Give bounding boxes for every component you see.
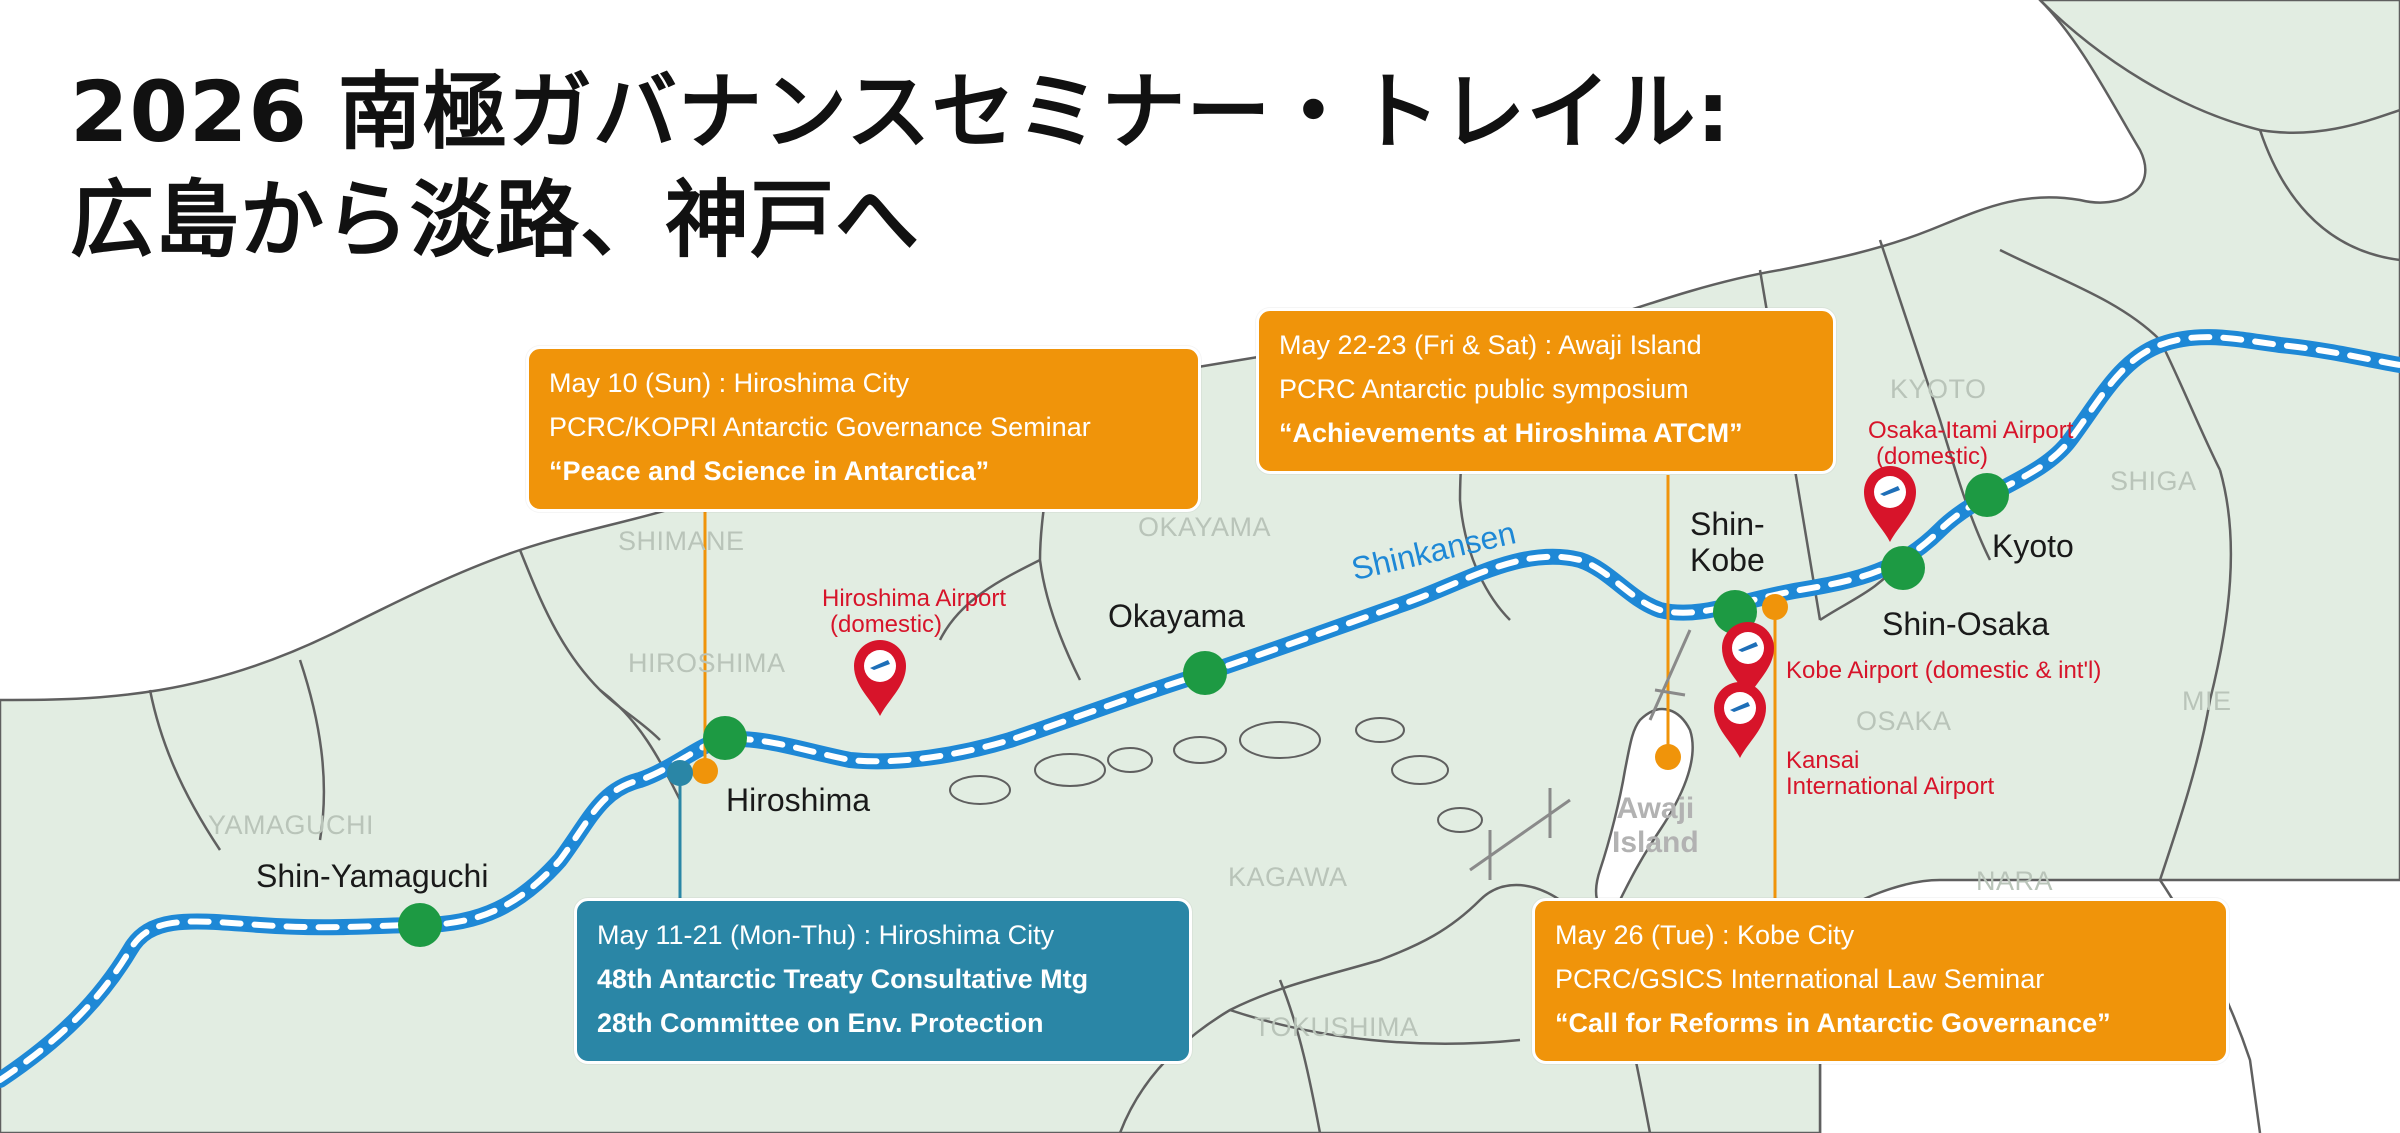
station-marker-okayama: [1183, 651, 1227, 695]
event-may22-title: “Achievements at Hiroshima ATCM”: [1279, 418, 1743, 448]
airport-label-hiroshima-line-2: (domestic): [830, 611, 943, 638]
event-dot-may22: [1655, 744, 1681, 770]
airport-pin-itami-icon: [1864, 466, 1916, 542]
station-label-shin-osaka: Shin-Osaka: [1882, 606, 2050, 642]
airport-pin-kobe-icon: [1722, 622, 1774, 698]
region-label-kyoto: KYOTO: [1890, 374, 1987, 404]
event-may26-title: “Call for Reforms in Antarctic Governanc…: [1555, 1008, 2111, 1038]
event-box-may11: May 11-21 (Mon-Thu) : Hiroshima City 48t…: [574, 898, 1192, 1064]
region-label-osaka: OSAKA: [1856, 706, 1952, 736]
airport-label-kobe: Kobe Airport (domestic & int'l): [1786, 657, 2102, 684]
event-may22-date: May 22-23 (Fri & Sat) : Awaji Island: [1279, 330, 1702, 360]
airport-label-itami-line-2: (domestic): [1876, 443, 1989, 470]
event-may10-title: “Peace and Science in Antarctica”: [549, 456, 990, 486]
event-box-may26: May 26 (Tue) : Kobe City PCRC/GSICS Inte…: [1532, 898, 2229, 1064]
event-may10-org: PCRC/KOPRI Antarctic Governance Seminar: [549, 412, 1091, 442]
awaji-island-label-line-1: Awaji: [1616, 792, 1695, 825]
islands: [949, 717, 1483, 833]
event-may11-line-2: 48th Antarctic Treaty Consultative Mtg: [597, 964, 1089, 994]
event-connectors: [678, 475, 1777, 900]
airport-label-hiroshima: Hiroshima Airport (domestic): [822, 586, 1006, 638]
airport-label-kansai-line-1: Kansai: [1786, 747, 1860, 774]
airport-pin-hiroshima-icon: [854, 640, 906, 716]
region-label-nara: NARA: [1976, 866, 2054, 896]
region-label-kagawa: KAGAWA: [1228, 862, 1348, 892]
airport-label-kansai-line-2: International Airport: [1786, 773, 1995, 800]
airport-pin-kansai-icon: [1714, 682, 1766, 758]
awaji-island-label: Awaji Island: [1612, 792, 1699, 860]
airport-pins: [854, 466, 1916, 758]
airport-label-itami-line-1: Osaka-Itami Airport: [1868, 417, 2074, 444]
region-label-shimane: SHIMANE: [618, 526, 745, 556]
title-line-2: 広島から淡路、神戸へ: [70, 171, 921, 269]
airport-label-kansai: Kansai International Airport: [1786, 748, 1994, 800]
event-may10-date: May 10 (Sun) : Hiroshima City: [549, 368, 910, 398]
event-box-may22: May 22-23 (Fri & Sat) : Awaji Island PCR…: [1256, 308, 1836, 474]
station-marker-hiroshima: [703, 716, 747, 760]
station-label-shin-kobe-line-1: Shin-: [1690, 506, 1765, 542]
event-dots: [667, 594, 1788, 786]
event-may22-org: PCRC Antarctic public symposium: [1279, 374, 1689, 404]
awaji-island-label-line-2: Island: [1612, 826, 1699, 859]
region-label-tokushima: TOKUSHIMA: [1254, 1012, 1419, 1042]
region-label-shiga: SHIGA: [2110, 466, 2197, 496]
region-label-mie: MIE: [2182, 686, 2232, 716]
event-may26-date: May 26 (Tue) : Kobe City: [1555, 920, 1855, 950]
region-label-hiroshima: HIROSHIMA: [628, 648, 786, 678]
airport-label-hiroshima-line-1: Hiroshima Airport: [822, 585, 1007, 612]
station-label-hiroshima: Hiroshima: [726, 782, 871, 818]
bridges: [1469, 629, 1692, 880]
station-label-shin-kobe-line-2: Kobe: [1690, 542, 1765, 578]
region-label-yamaguchi: YAMAGUCHI: [208, 810, 375, 840]
event-dot-may10: [692, 758, 718, 784]
station-label-okayama: Okayama: [1108, 598, 1245, 634]
event-box-may10: May 10 (Sun) : Hiroshima City PCRC/KOPRI…: [526, 346, 1201, 512]
event-dot-may26: [1762, 594, 1788, 620]
event-may11-date: May 11-21 (Mon-Thu) : Hiroshima City: [597, 920, 1055, 950]
station-label-shin-yamaguchi: Shin-Yamaguchi: [256, 858, 489, 894]
region-label-okayama: OKAYAMA: [1138, 512, 1272, 542]
page-title: 2026 南極ガバナンスセミナー・トレイル: 広島から淡路、神戸へ: [70, 58, 1731, 274]
station-label-kyoto: Kyoto: [1992, 528, 2074, 564]
stations: [398, 473, 2009, 947]
station-label-shin-kobe: Shin- Kobe: [1690, 506, 1765, 578]
station-marker-kyoto: [1965, 473, 2009, 517]
station-marker-shin-yamaguchi: [398, 903, 442, 947]
title-line-1: 2026 南極ガバナンスセミナー・トレイル:: [70, 63, 1731, 161]
event-may11-line-3: 28th Committee on Env. Protection: [597, 1008, 1044, 1038]
event-dot-may11: [667, 760, 693, 786]
airport-label-itami: Osaka-Itami Airport (domestic): [1868, 418, 2073, 470]
event-may26-org: PCRC/GSICS International Law Seminar: [1555, 964, 2045, 994]
station-marker-shin-osaka: [1881, 546, 1925, 590]
